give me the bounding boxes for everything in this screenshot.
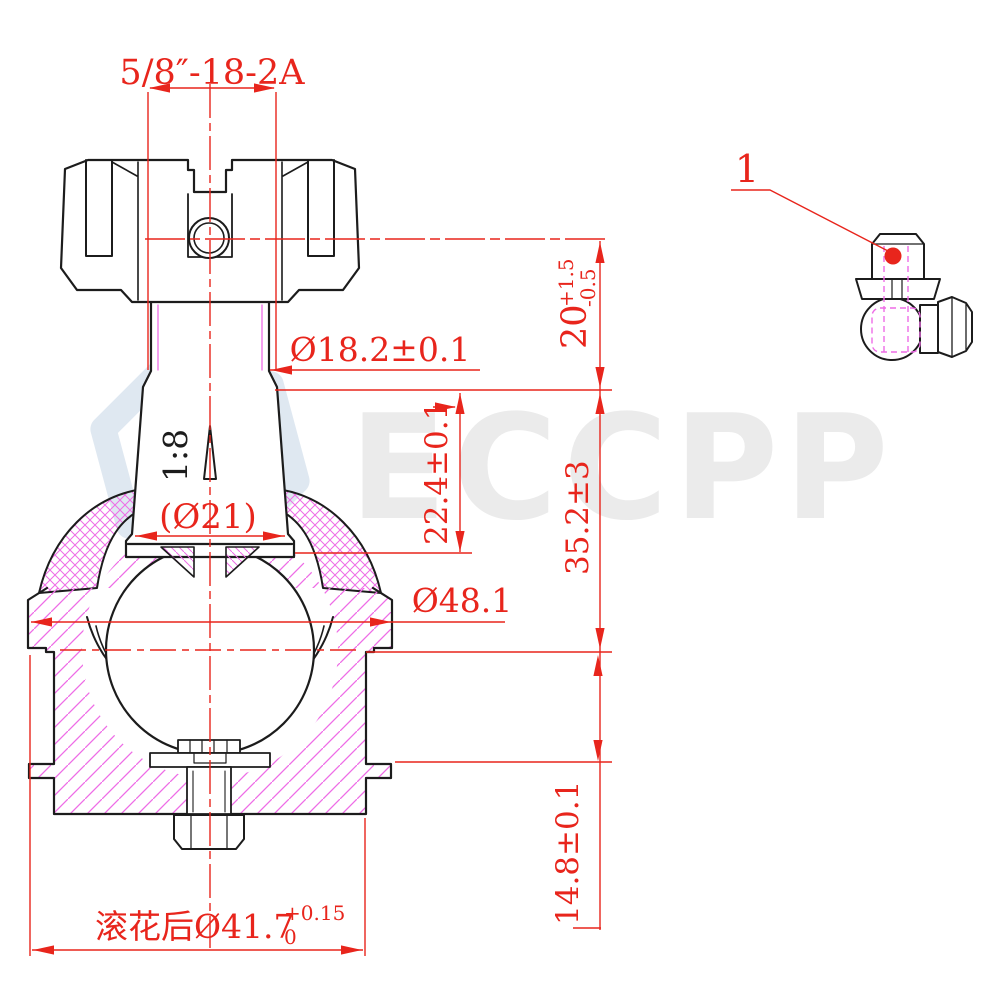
callout-number: 1 <box>735 147 759 191</box>
knurl-note-label: 滚花后Ø41.7 <box>95 907 295 946</box>
bearing-wedge-left <box>160 546 195 578</box>
thread-length-tol-lower: -0.5 <box>576 268 600 307</box>
fitting-flange-lines <box>891 279 903 299</box>
knurl-dim-line <box>29 655 366 956</box>
grease-fitting-detail: 1 <box>731 147 973 361</box>
thread-length-group: 20 +1.5 -0.5 <box>554 258 600 349</box>
stud-body-outline <box>124 300 296 559</box>
dimensions: 5/8″-18-2A Ø18.2±0.1 (Ø21) 22.4±0.1 35.2… <box>29 53 612 956</box>
callout-leader <box>731 189 889 252</box>
knurl-note-group: 滚花后Ø41.7 +0.15 0 <box>95 901 345 949</box>
shank-dia-label: Ø18.2±0.1 <box>290 330 471 369</box>
upper-height-dim <box>295 393 472 554</box>
housing-dia-label: Ø48.1 <box>412 581 513 620</box>
serration-lines <box>189 739 228 754</box>
thread-spec-label: 5/8″-18-2A <box>119 53 305 93</box>
castle-slot-left <box>85 159 113 257</box>
bearing-wedge-right <box>225 546 260 578</box>
cotter-hole-outer <box>188 217 230 259</box>
knurl-tol-upper: +0.15 <box>284 901 345 925</box>
fitting-flange <box>855 278 941 300</box>
mid-height-label: 35.2±3 <box>560 460 596 575</box>
stud-dia-label: (Ø21) <box>159 497 257 537</box>
fitting-nozzle-lines <box>951 298 967 356</box>
taper-ratio-label: 1:8 <box>156 429 195 482</box>
cotter-hole-inner <box>193 222 225 254</box>
fitting-neck <box>919 304 939 354</box>
lower-height-label: 14.8±0.1 <box>550 781 586 925</box>
serrated-strip <box>177 739 241 754</box>
upper-height-label: 22.4±0.1 <box>419 401 455 545</box>
thread-length-label: 20 <box>555 304 595 349</box>
watermark: ECCPP <box>90 345 895 565</box>
lower-stud-thread-lines <box>192 770 226 813</box>
thread-minor-lines <box>157 304 263 371</box>
right-dim-chain <box>366 241 612 930</box>
knurl-tol-lower: 0 <box>284 925 297 949</box>
fitting-hidden-lines <box>883 246 909 352</box>
hex-nut <box>173 814 245 850</box>
hex-nut-facets <box>190 814 228 849</box>
lower-stud <box>186 766 232 815</box>
thread-dim-line <box>147 87 277 370</box>
fitting-hidden-cavity <box>871 307 921 353</box>
thread-length-tol-upper: +1.5 <box>554 258 578 307</box>
watermark-text: ECCPP <box>350 384 895 553</box>
castle-slot-right <box>307 159 335 257</box>
grease-point-dot <box>884 247 902 265</box>
castle-inner-walls <box>111 161 309 301</box>
fitting-nozzle <box>937 296 973 358</box>
housing-hatch <box>28 522 392 814</box>
